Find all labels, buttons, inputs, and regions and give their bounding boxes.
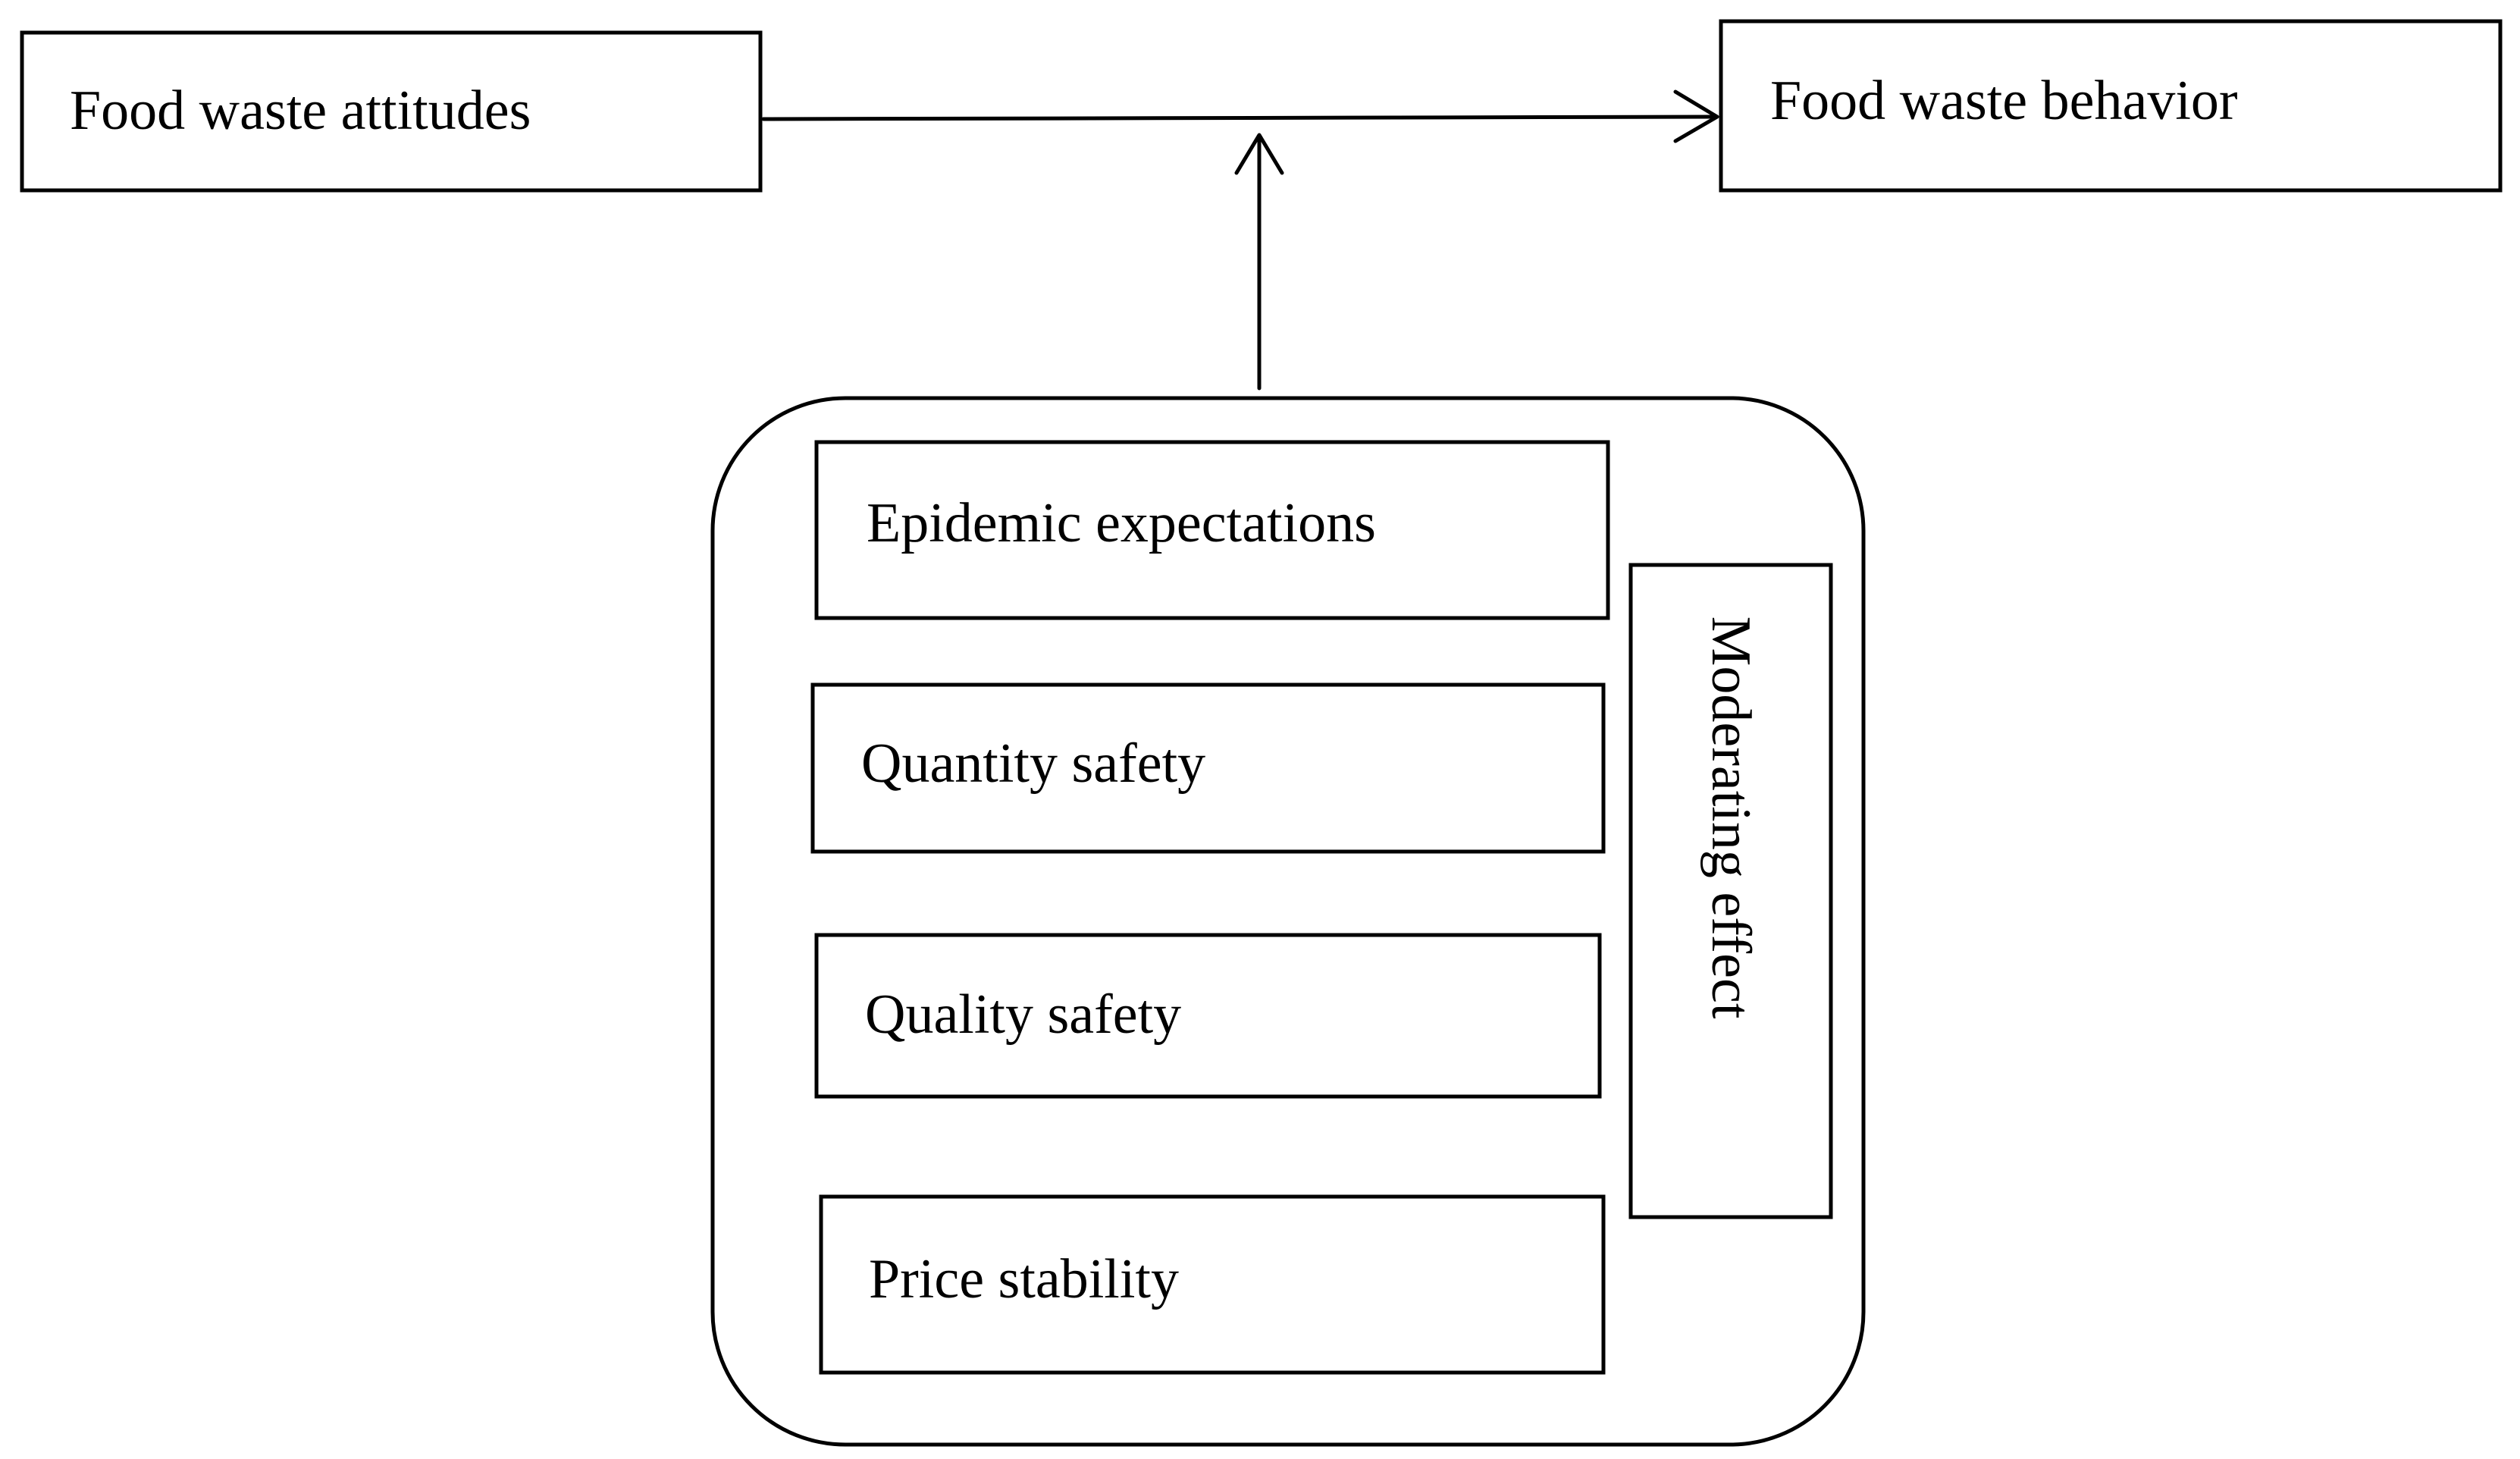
epidemic-box — [814, 440, 1610, 620]
main-effect-arrow — [761, 89, 1719, 143]
behavior-box — [1719, 19, 2503, 193]
moderating-label: Moderating effect — [1700, 617, 1762, 1019]
quality-label: Quality safety — [865, 984, 1181, 1046]
epidemic-label: Epidemic expectations — [867, 492, 1376, 554]
attitudes-label: Food waste attitudes — [70, 80, 531, 142]
attitudes-node: Food waste attitudes — [20, 30, 763, 193]
moderators-container — [710, 396, 1866, 1447]
moderating-node: Moderating effect — [1628, 563, 1833, 1219]
behavior-node: Food waste behavior — [1719, 19, 2503, 193]
price-node: Price stability — [819, 1194, 1606, 1375]
moderator-arrow — [1234, 133, 1284, 391]
quality-node: Quality safety — [814, 933, 1602, 1099]
epidemic-node: Epidemic expectations — [814, 440, 1610, 620]
moderators-group: Epidemic expectations Quantity safety Qu… — [710, 396, 1866, 1447]
behavior-label: Food waste behavior — [1770, 70, 2238, 132]
main-effect-line — [761, 115, 1717, 121]
price-box — [819, 1194, 1606, 1375]
quantity-node: Quantity safety — [810, 682, 1606, 854]
moderating-box — [1628, 563, 1833, 1219]
main-effect-arrowhead — [1673, 89, 1719, 143]
quantity-label: Quantity safety — [861, 733, 1205, 795]
moderator-arrowhead — [1234, 133, 1284, 175]
price-label: Price stability — [869, 1248, 1179, 1310]
attitudes-box — [20, 30, 763, 193]
quality-box — [814, 933, 1602, 1099]
quantity-box — [810, 682, 1606, 854]
